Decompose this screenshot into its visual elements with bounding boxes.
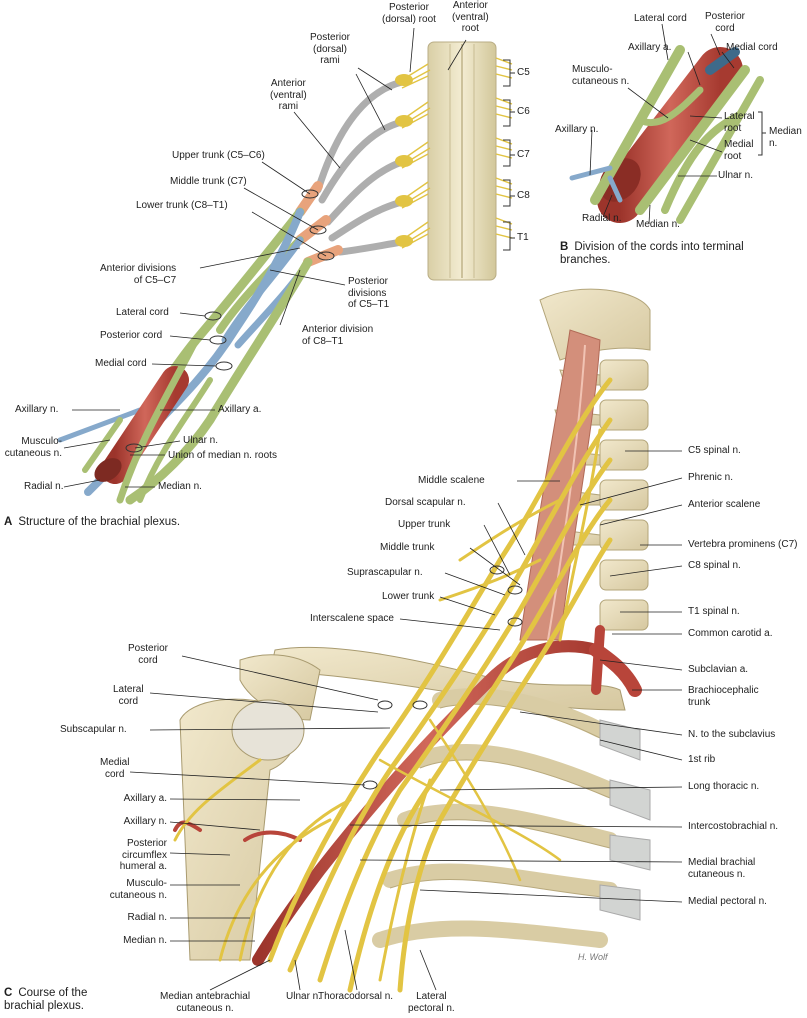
label-lower-trunk-c: Lower trunk bbox=[382, 591, 435, 602]
label-anterior-divisions: Anterior divisions of C5–C7 bbox=[100, 263, 177, 286]
label-posterior-cord-c: Posterior cord bbox=[128, 643, 169, 666]
figure-c-drawing bbox=[173, 288, 651, 993]
label-medial-cord-a: Medial cord bbox=[95, 358, 147, 369]
segment-c7: C7 bbox=[517, 149, 530, 160]
label-anterior-root: Anterior (ventral) root bbox=[452, 0, 489, 34]
label-vertebra-prominens: Vertebra prominens (C7) bbox=[688, 539, 798, 550]
figure-a-drawing bbox=[57, 41, 515, 505]
label-ulnar-n-a: Ulnar n. bbox=[183, 435, 219, 446]
segment-c6: C6 bbox=[517, 106, 530, 117]
label-long-thoracic-n: Long thoracic n. bbox=[688, 781, 760, 792]
label-musculocutaneous-n-c: Musculo- cutaneous n. bbox=[109, 878, 167, 901]
label-medial-cord-c: Medial cord bbox=[100, 757, 130, 780]
label-median-n-bracket: Median n. bbox=[769, 126, 802, 149]
label-musculocutaneous-n-a: Musculo- cutaneous n. bbox=[4, 436, 62, 459]
label-anterior-rami: Anterior (ventral) rami bbox=[270, 78, 307, 112]
label-posterior-cord-b: Posterior cord bbox=[705, 11, 746, 34]
label-axillary-n-c: Axillary n. bbox=[123, 816, 167, 827]
label-suprascapular-n: Suprascapular n. bbox=[347, 567, 423, 578]
clavicle bbox=[269, 646, 626, 711]
label-common-carotid-a: Common carotid a. bbox=[688, 628, 773, 639]
label-axillary-n-a: Axillary n. bbox=[15, 404, 59, 415]
caption-a-letter: A bbox=[4, 516, 13, 528]
label-t1-spinal-n: T1 spinal n. bbox=[688, 606, 740, 617]
label-posterior-circumflex: Posterior circumflex humeral a. bbox=[119, 838, 167, 872]
label-medial-cord-b: Medial cord bbox=[726, 42, 778, 53]
label-medial-root: Medial root bbox=[724, 139, 754, 162]
label-c5-spinal-n: C5 spinal n. bbox=[688, 445, 741, 456]
label-subclavian-a: Subclavian a. bbox=[688, 664, 749, 675]
caption-c-letter: C bbox=[4, 987, 13, 999]
label-radial-n-b: Radial n. bbox=[582, 213, 622, 224]
label-union-median: Union of median n. roots bbox=[168, 450, 277, 461]
label-dorsal-scapular-n: Dorsal scapular n. bbox=[385, 497, 466, 508]
label-ulnar-n-c: Ulnar n. bbox=[286, 991, 322, 1002]
label-posterior-cord-a: Posterior cord bbox=[100, 330, 163, 341]
label-radial-n-c: Radial n. bbox=[127, 912, 167, 923]
label-median-n-c: Median n. bbox=[123, 935, 167, 946]
label-lateral-cord-b: Lateral cord bbox=[634, 13, 687, 24]
label-axillary-a-a: Axillary a. bbox=[218, 404, 262, 415]
label-median-n-a: Median n. bbox=[158, 481, 202, 492]
segment-c5: C5 bbox=[517, 67, 530, 78]
label-posterior-rami: Posterior (dorsal) rami bbox=[310, 32, 351, 66]
label-brachiocephalic-trunk: Brachiocephalic trunk bbox=[688, 685, 759, 708]
label-n-to-subclavius: N. to the subclavius bbox=[688, 729, 776, 740]
label-first-rib: 1st rib bbox=[688, 754, 716, 765]
label-upper-trunk-c: Upper trunk bbox=[398, 519, 451, 530]
label-musculocutaneous-n-b: Musculo- cutaneous n. bbox=[572, 64, 630, 87]
label-thoracodorsal-n: Thoracodorsal n. bbox=[318, 991, 394, 1002]
label-radial-n-a: Radial n. bbox=[24, 481, 64, 492]
segment-c8: C8 bbox=[517, 190, 530, 201]
label-axillary-a-b: Axillary a. bbox=[628, 42, 672, 53]
figure-b-drawing bbox=[569, 45, 766, 224]
label-intercostobrachial-n: Intercostobrachial n. bbox=[688, 821, 779, 832]
caption-c-text: Course of the brachial plexus. bbox=[4, 987, 88, 1012]
label-ulnar-n-b: Ulnar n. bbox=[718, 170, 754, 181]
label-middle-trunk-a: Middle trunk (C7) bbox=[170, 176, 247, 187]
artist-signature: H. Wolf bbox=[578, 952, 608, 962]
label-phrenic-n: Phrenic n. bbox=[688, 472, 734, 483]
label-axillary-a-c: Axillary a. bbox=[123, 793, 167, 804]
leader-lines bbox=[63, 23, 735, 991]
label-posterior-divisions: Posterior divisions of C5–T1 bbox=[348, 276, 390, 310]
label-c8-spinal-n: C8 spinal n. bbox=[688, 560, 741, 571]
label-lower-trunk-a: Lower trunk (C8–T1) bbox=[136, 200, 228, 211]
label-medial-pectoral-n: Medial pectoral n. bbox=[688, 896, 767, 907]
label-median-n-b: Median n. bbox=[636, 219, 680, 230]
label-lateral-cord-c: Lateral cord bbox=[113, 684, 144, 707]
label-median-antebrachial: Median antebrachial cutaneous n. bbox=[160, 991, 251, 1014]
label-middle-scalene: Middle scalene bbox=[418, 475, 485, 486]
segment-t1: T1 bbox=[517, 232, 529, 243]
label-middle-trunk-c: Middle trunk bbox=[380, 542, 435, 553]
caption-b-letter: B bbox=[560, 241, 569, 253]
caption-a-text: Structure of the brachial plexus. bbox=[18, 516, 181, 528]
label-upper-trunk-a: Upper trunk (C5–C6) bbox=[172, 150, 265, 161]
label-posterior-root: Posterior (dorsal) root bbox=[382, 2, 436, 25]
label-lateral-root: Lateral root bbox=[724, 111, 755, 134]
label-anterior-scalene: Anterior scalene bbox=[688, 499, 761, 510]
label-lateral-pectoral-n: Lateral pectoral n. bbox=[408, 991, 455, 1014]
caption-a: A Structure of the brachial plexus. bbox=[4, 516, 180, 529]
label-interscalene-space: Interscalene space bbox=[310, 613, 394, 624]
label-axillary-n-b: Axillary n. bbox=[555, 124, 599, 135]
label-anterior-division-c8t1: Anterior division of C8–T1 bbox=[302, 324, 374, 347]
label-medial-brachial-cut: Medial brachial cutaneous n. bbox=[688, 857, 756, 880]
label-lateral-cord-a: Lateral cord bbox=[116, 307, 169, 318]
label-subscapular-n: Subscapular n. bbox=[60, 724, 127, 735]
caption-b-text: Division of the cords into terminal bran… bbox=[560, 241, 744, 266]
